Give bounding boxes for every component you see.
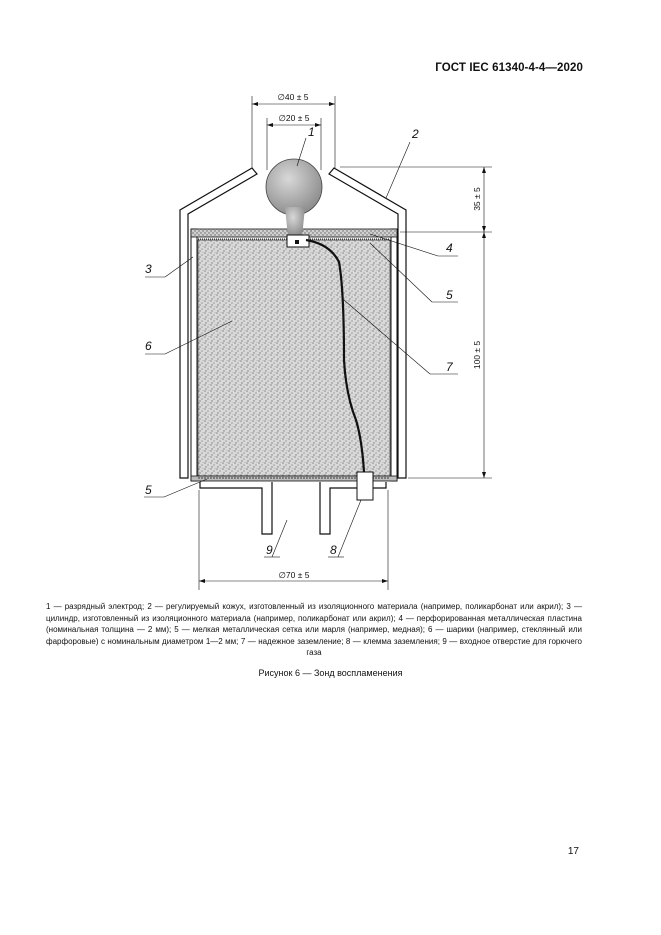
legend-item: 7 — надежное заземление;	[240, 636, 344, 646]
figure-caption: Рисунок 6 — Зонд воспламенения	[258, 668, 403, 678]
earthing-wire	[305, 238, 366, 473]
dim-top-outer: ∅40 ± 5	[278, 92, 309, 102]
earthing-terminal	[356, 471, 374, 501]
standard-code: ГОСТ IEC 61340-4-4—2020	[435, 62, 583, 74]
legend-item: 3 — цилиндр, изготовленный из изоляционн…	[46, 602, 582, 623]
callout-5-top: 5	[446, 288, 453, 302]
legend-item: 1 — разрядный электрод; 2 — регулируемый…	[46, 602, 564, 611]
callout-1: 1	[308, 125, 315, 139]
callout-9: 9	[266, 543, 273, 557]
callout-4: 4	[446, 241, 453, 255]
ignition-probe-figure: ∅40 ± 5 ∅20 ± 5 35 ± 5 100 ± 5 ∅70 ± 5 1…	[144, 92, 492, 590]
glass-beads	[197, 239, 391, 477]
legend-item: 4 — перфорированная металлическая пласти…	[46, 613, 582, 635]
dim-top-inner: ∅20 ± 5	[279, 113, 310, 123]
dim-right-main: 100 ± 5	[472, 341, 482, 370]
callout-5-bottom: 5	[145, 483, 152, 497]
leader-lines	[144, 137, 458, 558]
dimension-lines	[198, 96, 492, 590]
callout-7: 7	[446, 360, 454, 374]
figure-legend: 1 — разрядный электрод; 2 — регулируемый…	[46, 601, 582, 659]
bottom-mesh	[190, 475, 398, 482]
dim-bottom: ∅70 ± 5	[279, 570, 310, 580]
gas-inlet	[199, 482, 387, 535]
dim-right-upper: 35 ± 5	[472, 187, 482, 211]
legend-item: 9 — входное отверстие для горючего газа	[306, 636, 583, 658]
callout-8: 8	[330, 543, 337, 557]
discharge-electrode	[265, 158, 323, 248]
callout-3: 3	[145, 262, 152, 276]
dimension-arrows	[199, 102, 486, 583]
legend-item: 5 — мелкая металлическая сетка или марля…	[174, 625, 425, 635]
page-number: 17	[567, 846, 579, 857]
callout-6: 6	[145, 339, 152, 353]
adjustable-housing	[179, 167, 407, 479]
legend-item: 8 — клемма заземления;	[345, 636, 440, 646]
callout-2: 2	[411, 127, 419, 141]
legend-item: 6 — шарики (например, стеклянный или фар…	[46, 625, 582, 646]
